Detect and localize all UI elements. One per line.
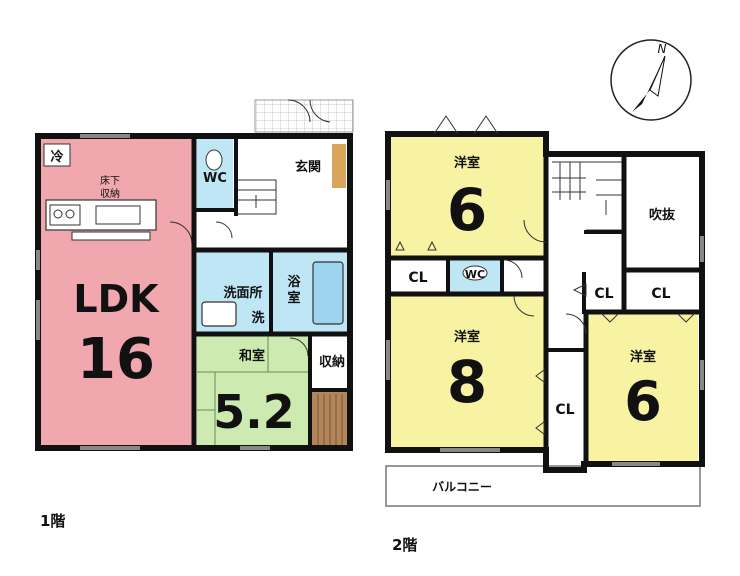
entrance-floor-wood — [332, 144, 346, 188]
closet-d — [548, 352, 584, 464]
closet-a — [390, 260, 446, 292]
closet-c — [626, 274, 698, 312]
wc-label-2f: WC — [465, 268, 485, 281]
japanese-room-size-label: 5.2 — [213, 385, 295, 439]
bathtub — [312, 261, 344, 325]
western-room-center — [390, 296, 544, 448]
fridge-space — [43, 143, 71, 167]
bathroom-label: 浴 — [287, 274, 301, 290]
floor-2: 洋室 6 吹抜 CL WC CL CL 洋室 8 洋室 6 CL バルコニー — [385, 115, 705, 507]
fridge-label: 冷 — [50, 149, 63, 165]
wc-room-1f — [197, 136, 233, 210]
balcony-label: バルコニー — [432, 480, 492, 494]
entry-deck — [254, 99, 354, 133]
atrium-label: 吹抜 — [649, 207, 676, 223]
western-right-size-label: 6 — [624, 370, 662, 433]
closet-b-label: CL — [594, 286, 613, 302]
wc-label-1f: WC — [203, 171, 227, 186]
bathroom-label-2: 室 — [287, 290, 300, 306]
washer-label: 洗 — [251, 310, 264, 326]
toilet-2f — [462, 265, 488, 281]
compass-north-label: N — [658, 42, 667, 56]
storage-label-1f: 収納 — [319, 354, 345, 370]
washbasin — [201, 301, 237, 327]
washroom-label: 洗面所 — [223, 285, 262, 301]
ldk-size-label: 16 — [77, 327, 155, 392]
underfloor-storage-label-2: 収納 — [100, 187, 120, 200]
entrance-label: 玄関 — [295, 159, 321, 175]
western-room-right — [588, 314, 698, 462]
japanese-room — [197, 336, 309, 448]
storage-1f — [310, 336, 350, 388]
closet-c-label: CL — [651, 286, 670, 302]
western-center-size-label: 8 — [447, 348, 487, 416]
underfloor-storage-label-1: 床下 — [100, 174, 120, 187]
closet-a-label: CL — [408, 270, 427, 286]
floor-1-label: 1階 — [40, 512, 66, 530]
western-center-label: 洋室 — [454, 329, 480, 345]
western-top-label: 洋室 — [454, 155, 480, 171]
floor-2-label: 2階 — [392, 536, 418, 554]
sink — [95, 205, 141, 225]
closet-d-label: CL — [555, 402, 574, 418]
floor-1: 冷 床下 収納 LDK 16 WC 玄関 洗面所 洗 浴 室 和室 5.2 収納 — [35, 99, 354, 451]
compass-icon: N — [610, 39, 692, 121]
balcony — [385, 465, 701, 507]
stove — [49, 204, 81, 226]
japanese-room-label: 和室 — [239, 348, 265, 364]
bar-counter — [71, 231, 151, 241]
western-right-label: 洋室 — [630, 349, 656, 365]
toilet-1f — [205, 149, 223, 171]
atrium — [626, 156, 698, 268]
western-top-size-label: 6 — [447, 176, 487, 244]
western-room-top — [390, 136, 544, 260]
ldk-name-label: LDK — [73, 277, 160, 321]
closet-b — [586, 274, 622, 312]
ldk-room — [38, 136, 194, 448]
